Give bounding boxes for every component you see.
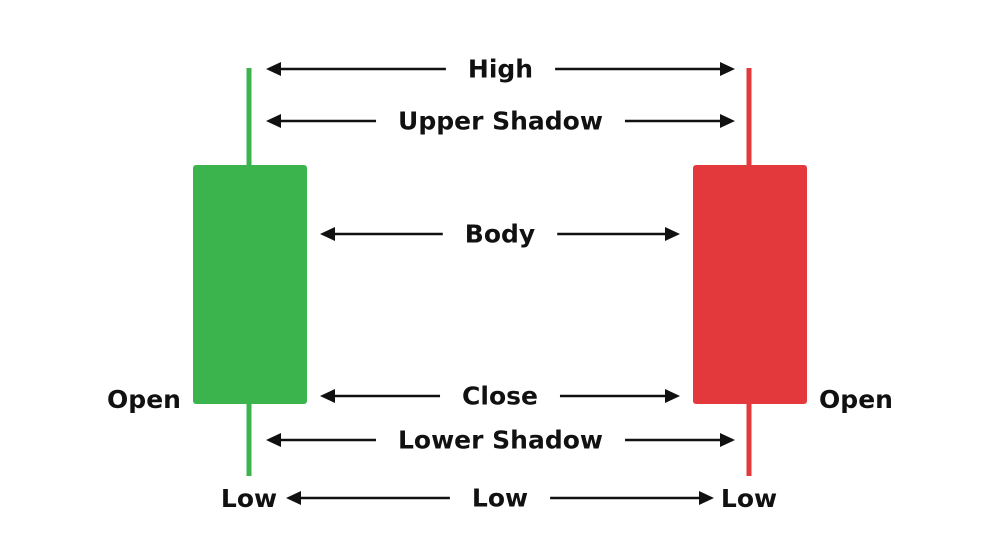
green-candle-body <box>193 165 307 404</box>
close-arrow: Close <box>320 382 680 411</box>
close-arrow-right-head <box>665 389 680 403</box>
upper-shadow-arrow-right-head <box>720 114 735 128</box>
high-arrow: High <box>266 55 735 84</box>
low-arrow-left-head <box>286 491 301 505</box>
green-candle-low-label: Low <box>221 484 277 513</box>
red-candle-body <box>693 165 807 404</box>
lower-shadow-arrow-right-head <box>720 433 735 447</box>
green-candle-open-label: Open <box>107 385 181 414</box>
high-arrow-left-head <box>266 62 281 76</box>
upper-shadow-arrow: Upper Shadow <box>266 107 735 136</box>
high-arrow-right-head <box>720 62 735 76</box>
body-arrow-label: Body <box>465 220 535 249</box>
low-arrow: Low <box>286 484 714 513</box>
body-arrow: Body <box>320 220 680 249</box>
red-candle-low-label: Low <box>721 484 777 513</box>
upper-shadow-arrow-left-head <box>266 114 281 128</box>
lower-shadow-arrow-left-head <box>266 433 281 447</box>
low-arrow-label: Low <box>472 484 528 513</box>
body-arrow-right-head <box>665 227 680 241</box>
low-arrow-right-head <box>699 491 714 505</box>
lower-shadow-arrow-label: Lower Shadow <box>398 426 603 455</box>
body-arrow-left-head <box>320 227 335 241</box>
upper-shadow-arrow-label: Upper Shadow <box>398 107 603 136</box>
red-candle-open-label: Open <box>819 385 893 414</box>
green-candle <box>193 68 307 476</box>
high-arrow-label: High <box>468 55 533 84</box>
red-candle <box>693 68 807 476</box>
close-arrow-left-head <box>320 389 335 403</box>
lower-shadow-arrow: Lower Shadow <box>266 426 735 455</box>
close-arrow-label: Close <box>462 382 538 411</box>
